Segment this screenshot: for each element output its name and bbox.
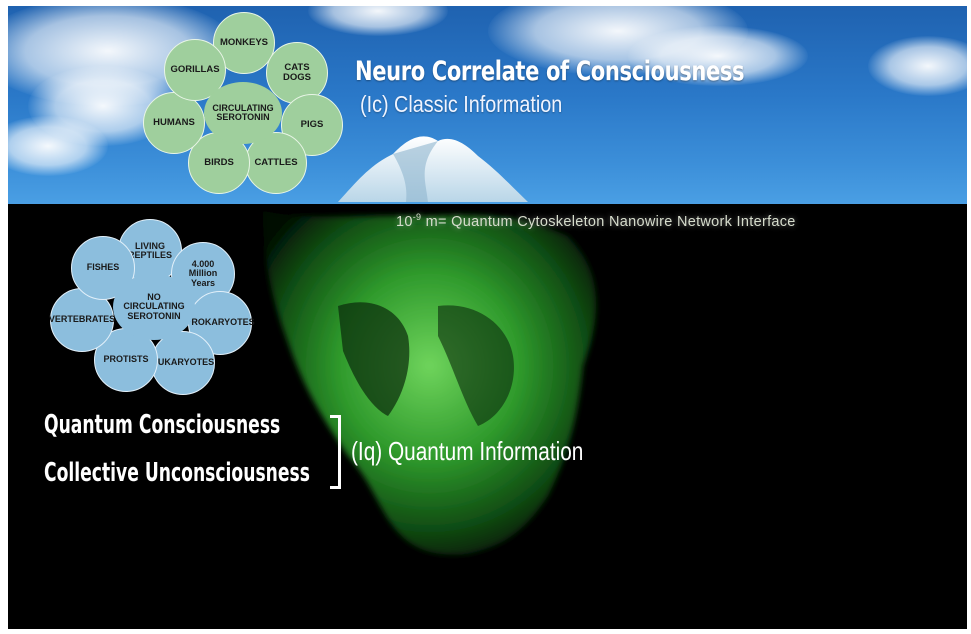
- quantum-consciousness-label: Quantum Consciousness: [44, 410, 281, 440]
- iceberg-illustration: [263, 136, 597, 555]
- collective-unconsciousness-label: Collective Unconsciousness: [44, 458, 310, 488]
- nanowire-suffix: m= Quantum Cytoskeleton Nanowire Network…: [421, 213, 796, 230]
- diagram-title: Neuro Correlate of Consciousness: [355, 56, 745, 87]
- iceberg-underwater: [263, 211, 597, 555]
- sky-background: [8, 6, 967, 204]
- bracket-divider: [330, 415, 341, 489]
- blue-circle-7: FISHES: [71, 236, 135, 300]
- green-circle-center: CIRCULATING SEROTONIN: [204, 82, 282, 144]
- blue-circle-center: NO CIRCULATING SEROTONIN: [113, 274, 195, 340]
- green-circle-2: CATS DOGS: [266, 42, 328, 104]
- iceberg-tip: [338, 136, 528, 202]
- diagram-subtitle: (Ic) Classic Information: [360, 91, 563, 117]
- green-circle-6: HUMANS: [143, 92, 205, 154]
- blue-circle-4: EUKARYOTES: [151, 331, 215, 395]
- diagram-canvas: MONKEYS CATS DOGS PIGS CATTLES BIRDS HUM…: [8, 6, 967, 629]
- nanowire-exponent: -9: [412, 212, 422, 222]
- nanowire-prefix: 10: [396, 213, 413, 230]
- quantum-information-label: (Iq) Quantum Information: [351, 436, 584, 466]
- nanowire-label: 10-9 m= Quantum Cytoskeleton Nanowire Ne…: [396, 212, 796, 230]
